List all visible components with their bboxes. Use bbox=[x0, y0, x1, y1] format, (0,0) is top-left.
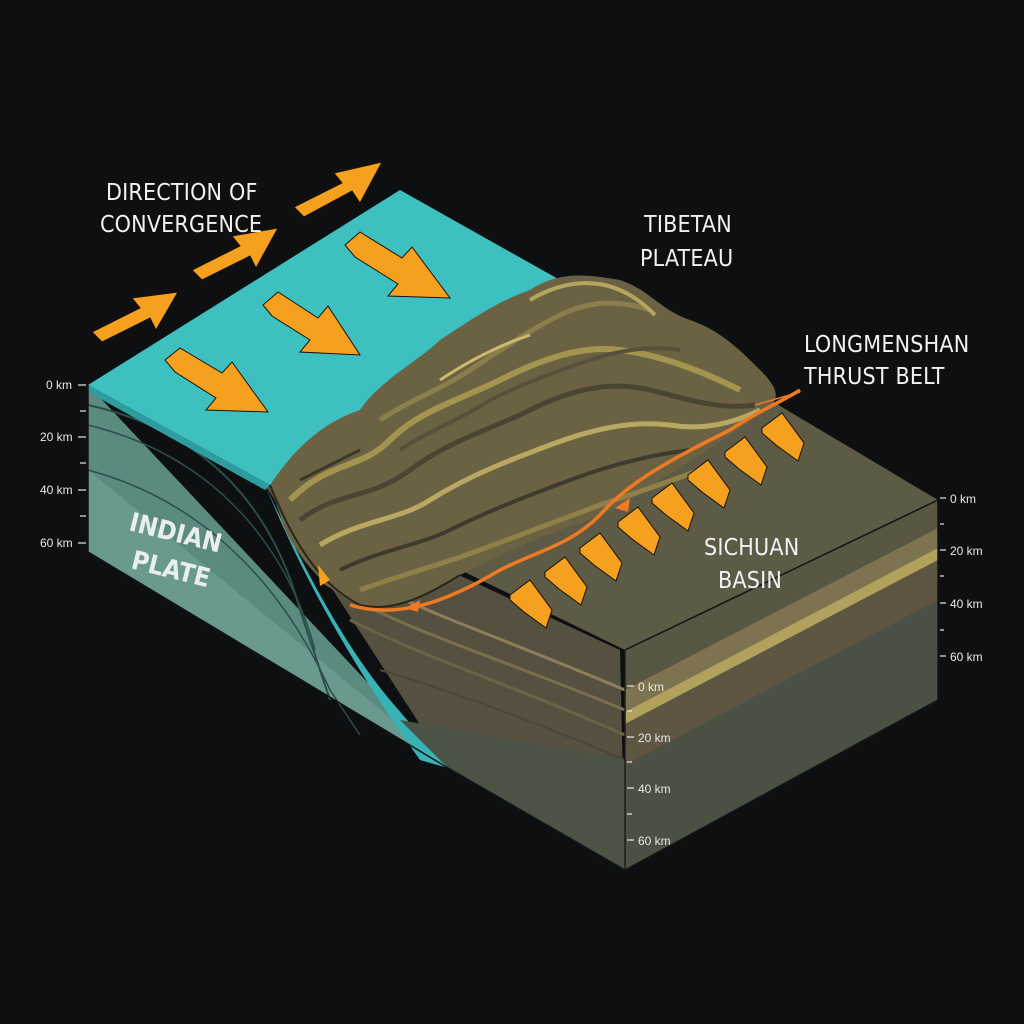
block-outline bbox=[87, 385, 939, 871]
subduction-arrows bbox=[164, 231, 452, 413]
tick-left-0: 0 km bbox=[46, 378, 72, 392]
chevron-icon bbox=[761, 412, 805, 462]
depth-scale-right: 0 km 20 km 40 km 60 km bbox=[940, 492, 983, 664]
tick-left-20: 20 km bbox=[40, 430, 73, 444]
tick-front-40: 40 km bbox=[638, 782, 671, 796]
tick-right-0: 0 km bbox=[950, 492, 976, 506]
longmenshan-fault bbox=[318, 388, 801, 612]
label-tibetan-1: TIBETAN bbox=[643, 212, 732, 238]
label-sichuan-1: SICHUAN bbox=[704, 535, 799, 561]
chevron-icon bbox=[617, 506, 661, 556]
left-cross-section bbox=[87, 385, 448, 768]
arrow-icon bbox=[191, 227, 279, 281]
arrow-icon bbox=[91, 291, 179, 343]
tick-left-40: 40 km bbox=[40, 483, 73, 497]
tick-right-60: 60 km bbox=[950, 650, 983, 664]
tick-front-60: 60 km bbox=[638, 834, 671, 848]
arrow-icon bbox=[262, 291, 361, 356]
depth-scale-left: 0 km 20 km 40 km 60 km bbox=[40, 378, 86, 550]
chevron-icon bbox=[651, 482, 695, 532]
arrow-icon bbox=[293, 161, 383, 218]
tick-right-20: 20 km bbox=[950, 544, 983, 558]
convergence-arrows bbox=[91, 161, 383, 343]
chevron-icon bbox=[579, 532, 623, 582]
label-longmen-2: THRUST BELT bbox=[803, 364, 945, 390]
chevron-icon bbox=[687, 459, 731, 509]
tick-front-20: 20 km bbox=[638, 731, 671, 745]
chevron-icon bbox=[724, 436, 768, 486]
label-direction-2: CONVERGENCE bbox=[100, 212, 262, 238]
chevron-icon bbox=[544, 556, 588, 606]
chevron-icon bbox=[509, 579, 553, 629]
tibetan-plateau-terrain bbox=[269, 275, 776, 608]
label-tibetan-2: PLATEAU bbox=[640, 246, 733, 272]
basin-cross-section bbox=[624, 500, 938, 870]
tick-right-40: 40 km bbox=[950, 597, 983, 611]
depth-scale-front: 0 km 20 km 40 km 60 km bbox=[627, 680, 671, 848]
label-sichuan-2: BASIN bbox=[718, 568, 782, 594]
arrow-icon bbox=[164, 347, 269, 413]
label-direction-1: DIRECTION OF bbox=[106, 180, 258, 206]
tick-front-0: 0 km bbox=[638, 680, 664, 694]
tick-left-60: 60 km bbox=[40, 536, 73, 550]
basin-chevrons bbox=[509, 412, 805, 629]
arrow-icon bbox=[344, 231, 452, 299]
label-longmen-1: LONGMENSHAN bbox=[804, 332, 969, 358]
